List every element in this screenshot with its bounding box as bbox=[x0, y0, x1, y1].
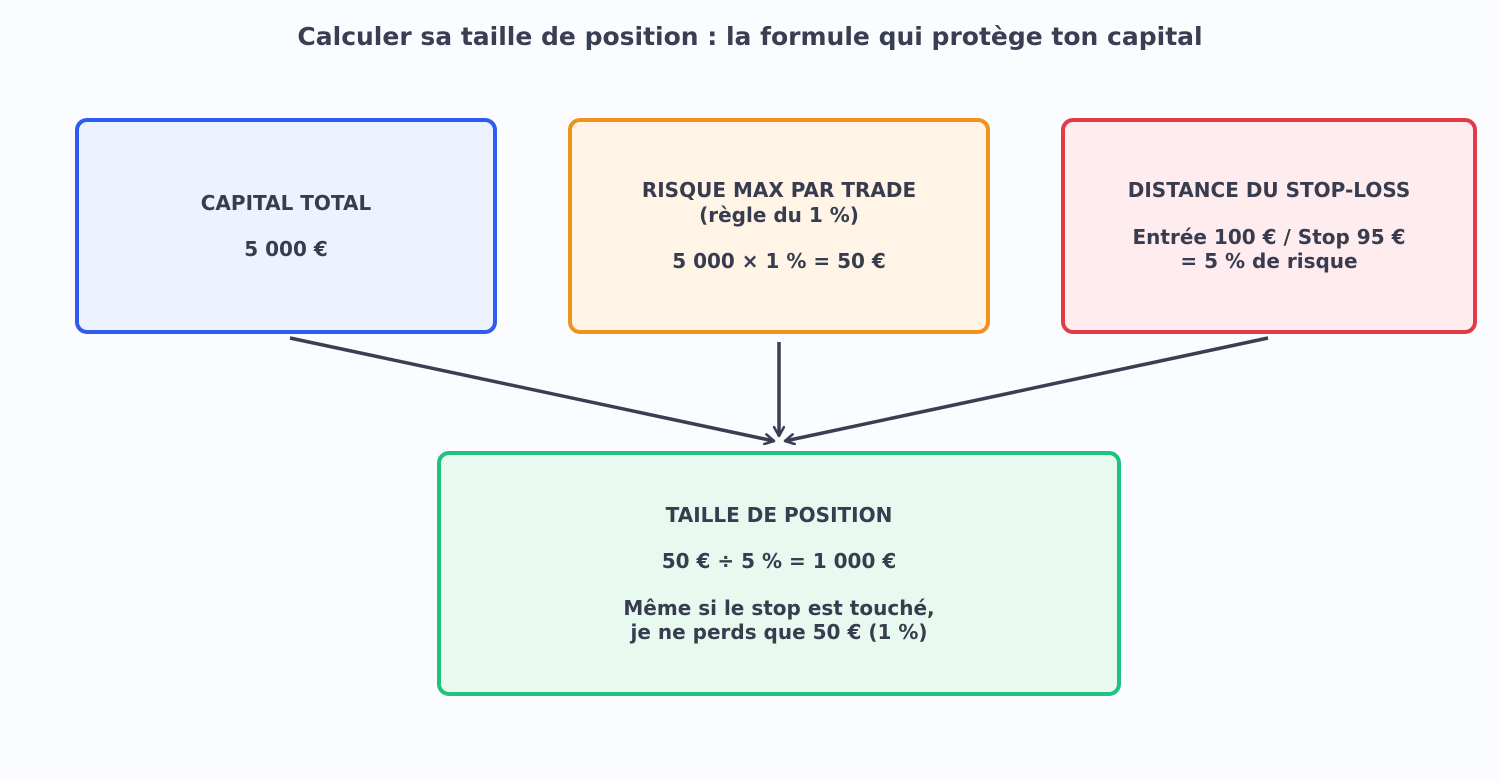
stop-loss-box: DISTANCE DU STOP-LOSS Entrée 100 € / Sto… bbox=[1061, 118, 1477, 334]
position-size-box: TAILLE DE POSITION 50 € ÷ 5 % = 1 000 € … bbox=[437, 451, 1121, 696]
result-heading: TAILLE DE POSITION bbox=[665, 502, 893, 527]
arrow-capital-to-result bbox=[289, 336, 774, 441]
risk-heading: RISQUE MAX PAR TRADE bbox=[641, 178, 917, 203]
result-note-line2: je ne perds que 50 € (1 %) bbox=[630, 619, 928, 644]
stop-value-line2: = 5 % de risque bbox=[1180, 249, 1358, 274]
capital-box: CAPITAL TOTAL 5 000 € bbox=[75, 118, 497, 334]
stop-value-line1: Entrée 100 € / Stop 95 € bbox=[1132, 224, 1406, 249]
capital-heading: CAPITAL TOTAL bbox=[200, 190, 372, 215]
page-title: Calculer sa taille de position : la form… bbox=[297, 22, 1203, 51]
risk-value: 5 000 × 1 % = 50 € bbox=[672, 249, 886, 274]
risk-box: RISQUE MAX PAR TRADE (règle du 1 %) 5 00… bbox=[568, 118, 990, 334]
risk-subheading: (règle du 1 %) bbox=[699, 202, 859, 227]
result-formula: 50 € ÷ 5 % = 1 000 € bbox=[661, 549, 897, 574]
arrow-stop-to-result bbox=[785, 336, 1269, 441]
capital-value: 5 000 € bbox=[244, 237, 328, 261]
stop-heading: DISTANCE DU STOP-LOSS bbox=[1127, 178, 1411, 203]
result-note-line1: Même si le stop est touché, bbox=[623, 595, 935, 620]
